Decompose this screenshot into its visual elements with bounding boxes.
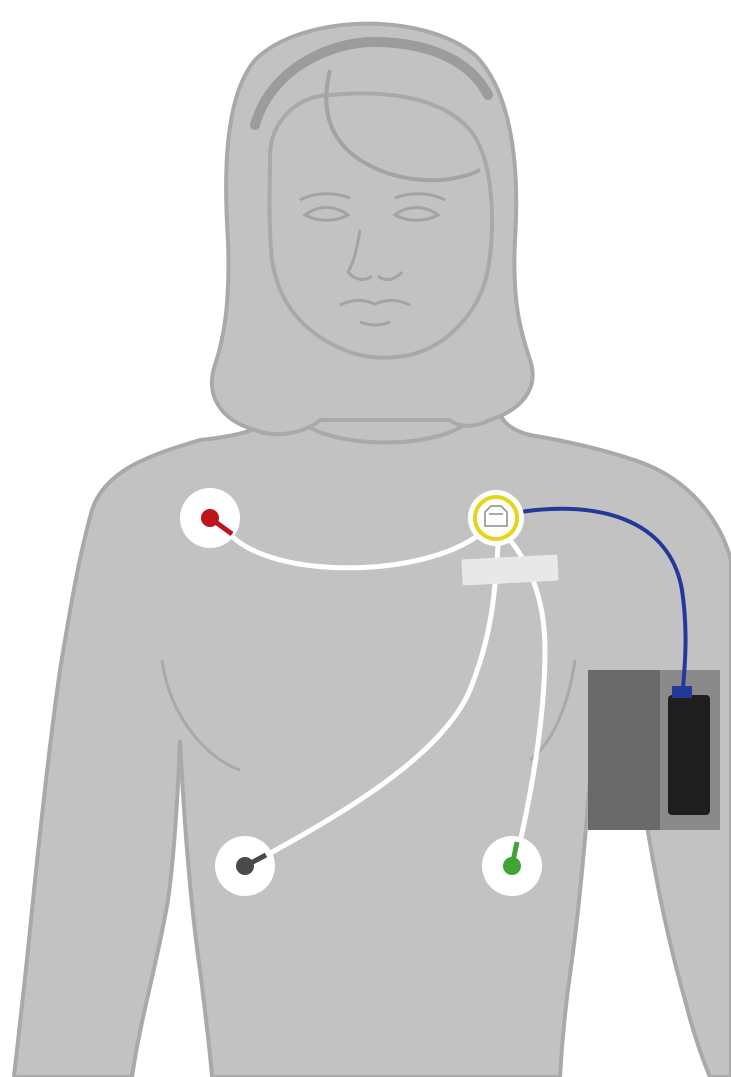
electrode-snap: [503, 857, 521, 875]
recorder-body: [668, 695, 710, 815]
body-silhouette: [14, 24, 731, 1077]
electrode-left-lower: [215, 836, 275, 896]
recorder: [588, 670, 720, 830]
electrode-right-lower: [482, 836, 542, 896]
recorder-cuff: [588, 670, 668, 830]
electrode-right-upper: [180, 488, 240, 548]
chest-hub: [468, 490, 524, 546]
tape-strip: [461, 555, 558, 586]
electrode-snap: [236, 857, 254, 875]
electrode-snap: [201, 509, 219, 527]
face: [270, 93, 493, 357]
